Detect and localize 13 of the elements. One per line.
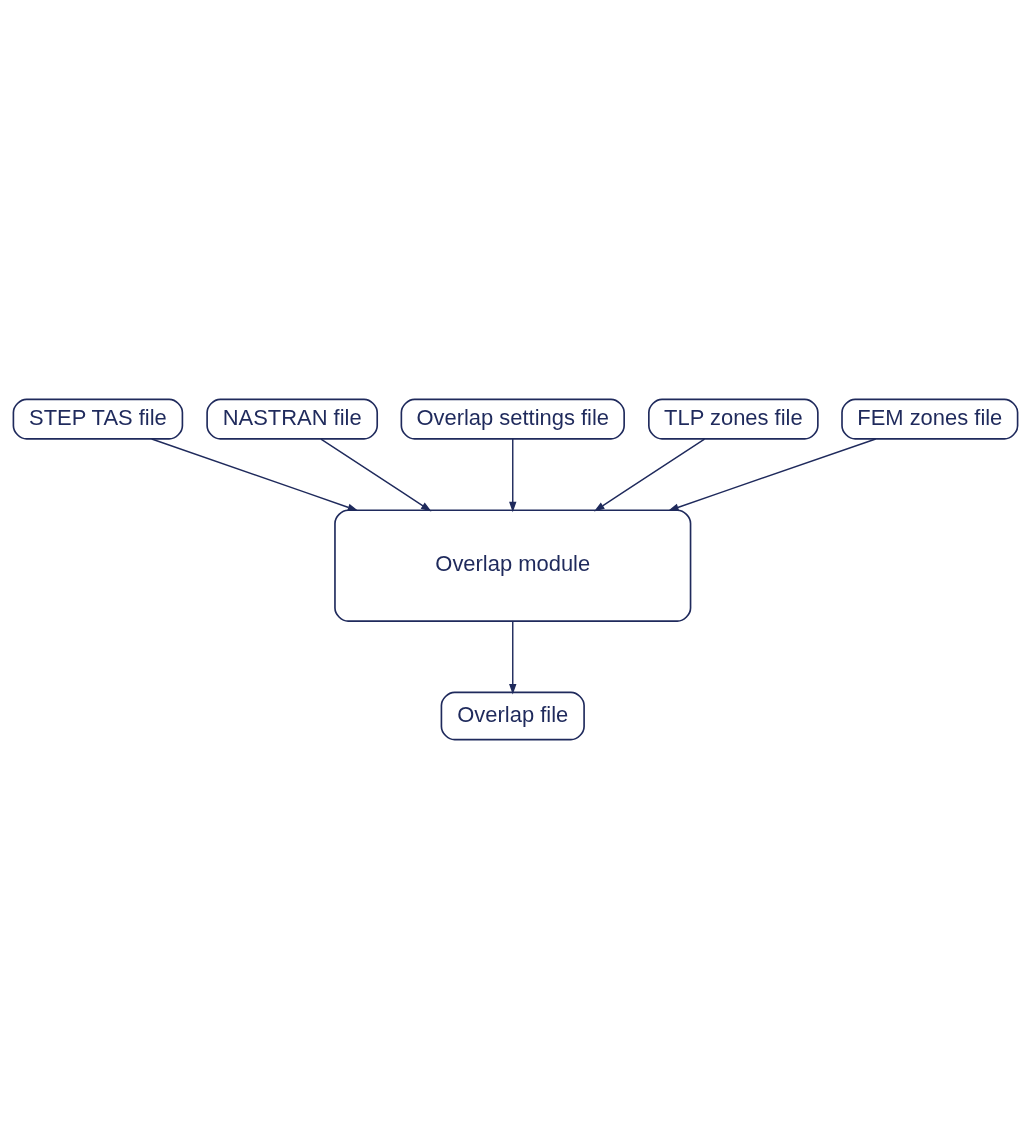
arrow <box>509 438 517 513</box>
arrow <box>668 438 877 511</box>
node-box: STEP TAS file <box>12 398 184 440</box>
node-box: NASTRAN file <box>206 398 379 440</box>
node-box: TLP zones file <box>648 398 819 440</box>
arrow <box>509 620 517 695</box>
arrow <box>320 438 432 512</box>
node-box: Overlap settings file <box>400 398 625 440</box>
node-box: FEM zones file <box>841 398 1019 440</box>
arrow <box>151 438 359 511</box>
arrow <box>594 438 706 512</box>
node-box: Overlap module <box>334 509 692 622</box>
node-box: Overlap file <box>440 691 585 741</box>
